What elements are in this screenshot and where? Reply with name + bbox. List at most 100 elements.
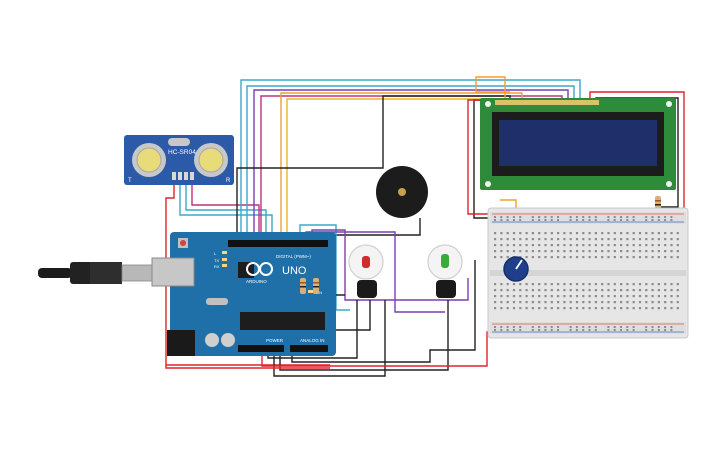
breadboard-hole[interactable] — [607, 289, 610, 292]
breadboard-hole[interactable] — [531, 250, 534, 253]
breadboard-hole[interactable] — [582, 289, 585, 292]
breadboard-hole[interactable] — [626, 238, 629, 241]
breadboard-hole[interactable] — [670, 256, 673, 259]
breadboard-rail-hole[interactable] — [582, 219, 585, 221]
breadboard-hole[interactable] — [664, 295, 667, 298]
breadboard-hole[interactable] — [544, 244, 547, 247]
breadboard-hole[interactable] — [550, 295, 553, 298]
breadboard-hole[interactable] — [607, 232, 610, 235]
breadboard-hole[interactable] — [594, 289, 597, 292]
breadboard-hole[interactable] — [569, 307, 572, 310]
breadboard-hole[interactable] — [569, 289, 572, 292]
breadboard-hole[interactable] — [544, 238, 547, 241]
breadboard-hole[interactable] — [651, 289, 654, 292]
breadboard-rail-hole[interactable] — [531, 219, 534, 221]
breadboard-hole[interactable] — [525, 283, 528, 286]
green-bulb[interactable] — [427, 244, 463, 298]
breadboard-rail-hole[interactable] — [544, 329, 547, 331]
breadboard-hole[interactable] — [544, 295, 547, 298]
breadboard-hole[interactable] — [594, 301, 597, 304]
breadboard-hole[interactable] — [670, 283, 673, 286]
wire-cyan-lcd-2[interactable] — [246, 85, 575, 244]
breadboard-hole[interactable] — [575, 289, 579, 292]
wire-cyan-lcd-1[interactable] — [240, 79, 581, 244]
breadboard-hole[interactable] — [575, 301, 579, 304]
breadboard-rail-hole[interactable] — [506, 216, 509, 218]
breadboard-hole[interactable] — [557, 232, 560, 235]
breadboard-hole[interactable] — [494, 295, 497, 298]
breadboard-hole[interactable] — [494, 250, 497, 253]
breadboard-rail-hole[interactable] — [582, 216, 585, 218]
breadboard-hole[interactable] — [626, 256, 629, 259]
breadboard-hole[interactable] — [582, 307, 585, 310]
breadboard-hole[interactable] — [620, 232, 623, 235]
breadboard-hole[interactable] — [563, 283, 566, 286]
breadboard-hole[interactable] — [594, 250, 597, 253]
breadboard-hole[interactable] — [575, 307, 579, 310]
breadboard-hole[interactable] — [645, 232, 648, 235]
breadboard-hole[interactable] — [626, 244, 629, 247]
breadboard-hole[interactable] — [519, 301, 522, 304]
breadboard-hole[interactable] — [512, 238, 516, 241]
breadboard-hole[interactable] — [538, 301, 541, 304]
breadboard-rail-hole[interactable] — [620, 329, 622, 331]
breadboard-hole[interactable] — [544, 283, 547, 286]
breadboard-hole[interactable] — [601, 295, 604, 298]
breadboard-hole[interactable] — [538, 232, 541, 235]
breadboard-hole[interactable] — [582, 250, 585, 253]
breadboard-rail-hole[interactable] — [664, 326, 667, 328]
breadboard-hole[interactable] — [512, 301, 516, 304]
breadboard-hole[interactable] — [626, 250, 629, 253]
breadboard-hole[interactable] — [620, 244, 623, 247]
breadboard-hole[interactable] — [538, 256, 541, 259]
breadboard-rail-hole[interactable] — [670, 219, 673, 221]
breadboard-hole[interactable] — [557, 307, 560, 310]
red-bulb[interactable] — [348, 244, 384, 298]
breadboard-hole[interactable] — [519, 295, 522, 298]
breadboard-rail-hole[interactable] — [544, 326, 547, 328]
breadboard-hole[interactable] — [632, 232, 635, 235]
breadboard-hole[interactable] — [645, 238, 648, 241]
breadboard-rail-hole[interactable] — [588, 216, 591, 218]
breadboard-hole[interactable] — [582, 256, 585, 259]
breadboard-hole[interactable] — [525, 256, 528, 259]
breadboard-hole[interactable] — [651, 301, 654, 304]
breadboard-hole[interactable] — [601, 232, 604, 235]
breadboard-hole[interactable] — [588, 301, 591, 304]
breadboard-hole[interactable] — [613, 244, 616, 247]
breadboard-hole[interactable] — [645, 244, 648, 247]
ultrasonic-sensor[interactable]: HC-SR04 T R — [124, 135, 234, 185]
breadboard-hole[interactable] — [506, 289, 509, 292]
breadboard-hole[interactable] — [645, 250, 648, 253]
wire-black-bulb-red[interactable] — [336, 300, 371, 331]
breadboard[interactable] — [487, 207, 689, 339]
breadboard-hole[interactable] — [582, 283, 585, 286]
breadboard-hole[interactable] — [538, 295, 541, 298]
breadboard-hole[interactable] — [670, 232, 673, 235]
breadboard-hole[interactable] — [651, 307, 654, 310]
breadboard-rail-hole[interactable] — [538, 216, 541, 218]
breadboard-hole[interactable] — [506, 295, 509, 298]
breadboard-hole[interactable] — [613, 250, 616, 253]
breadboard-hole[interactable] — [620, 301, 623, 304]
breadboard-rail-hole[interactable] — [657, 219, 660, 221]
breadboard-rail-hole[interactable] — [657, 329, 660, 331]
breadboard-rail-hole[interactable] — [519, 326, 522, 328]
breadboard-hole[interactable] — [575, 295, 579, 298]
breadboard-hole[interactable] — [645, 301, 648, 304]
breadboard-hole[interactable] — [512, 307, 516, 310]
breadboard-hole[interactable] — [594, 283, 597, 286]
breadboard-rail-hole[interactable] — [664, 216, 667, 218]
breadboard-hole[interactable] — [601, 307, 604, 310]
breadboard-hole[interactable] — [557, 250, 560, 253]
usb-cable[interactable] — [38, 262, 155, 284]
breadboard-hole[interactable] — [664, 250, 667, 253]
breadboard-hole[interactable] — [664, 289, 667, 292]
breadboard-hole[interactable] — [632, 256, 635, 259]
breadboard-hole[interactable] — [557, 256, 560, 259]
breadboard-rail-hole[interactable] — [569, 326, 572, 328]
breadboard-hole[interactable] — [651, 250, 654, 253]
breadboard-hole[interactable] — [519, 289, 522, 292]
breadboard-hole[interactable] — [569, 238, 572, 241]
breadboard-hole[interactable] — [544, 256, 547, 259]
